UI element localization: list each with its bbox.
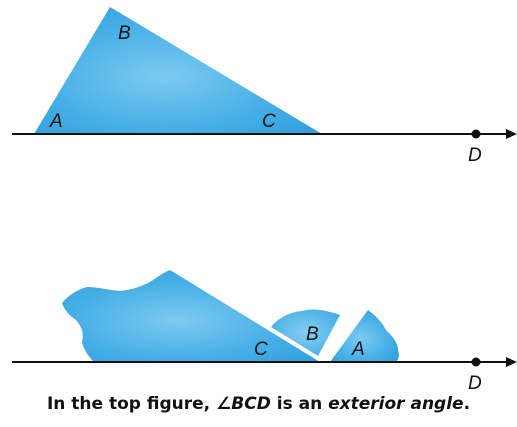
top-label-c: C <box>262 111 276 132</box>
top-point-d <box>471 129 481 139</box>
torn-piece-a <box>330 310 399 362</box>
bottom-point-d <box>471 357 481 367</box>
caption-angle-name: BCD <box>231 394 271 414</box>
caption-suffix: . <box>463 394 471 414</box>
caption-angle-symbol: ∠ <box>216 394 232 414</box>
bottom-label-d: D <box>468 373 482 394</box>
triangle-abc <box>34 7 322 134</box>
caption-middle: is an <box>270 394 329 414</box>
bottom-figure: C B A D <box>12 270 517 394</box>
torn-piece-b <box>271 309 340 356</box>
bottom-label-b: B <box>306 324 319 345</box>
top-label-d: D <box>468 145 482 166</box>
caption-term: exterior angle <box>328 394 464 414</box>
top-label-a: A <box>49 111 63 132</box>
bottom-label-c: C <box>254 339 268 360</box>
torn-piece-c <box>62 270 320 362</box>
bottom-label-a: A <box>351 339 365 360</box>
top-arrowhead <box>506 129 517 139</box>
top-figure: A B C D <box>12 7 517 166</box>
bottom-arrowhead <box>506 357 517 367</box>
top-label-b: B <box>118 23 131 44</box>
figure-caption: In the top figure, ∠BCD is an exterior a… <box>0 392 517 416</box>
caption-prefix: In the top figure, <box>46 394 217 414</box>
